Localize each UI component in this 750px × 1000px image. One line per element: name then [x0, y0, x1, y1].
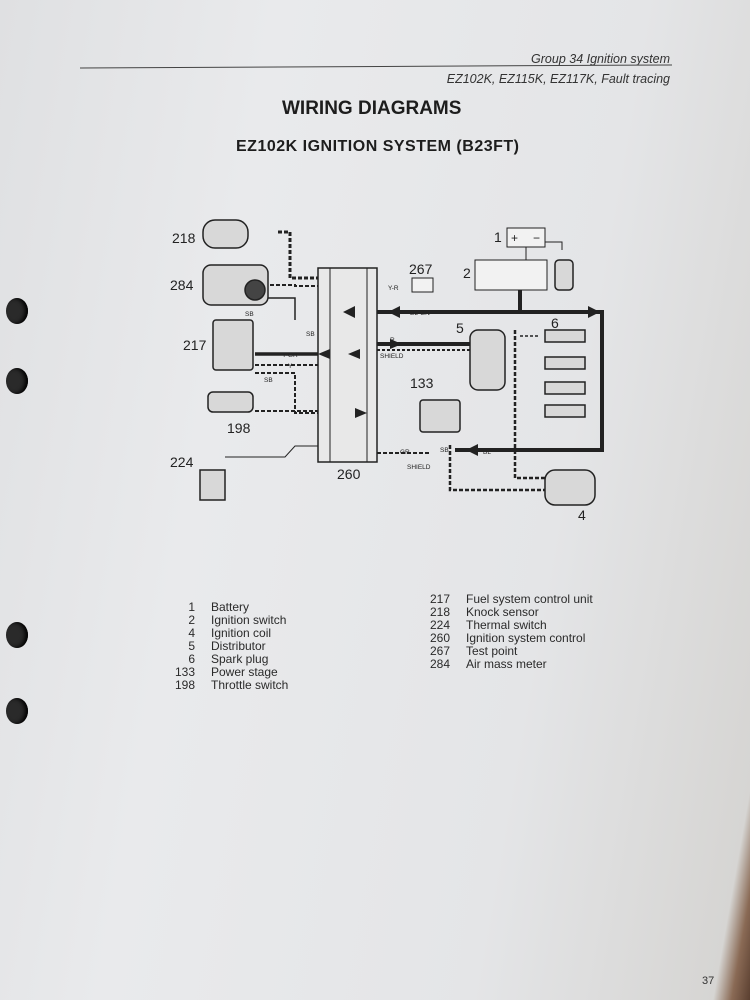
wire-label: SB — [245, 311, 254, 318]
ignition-switch-box — [474, 259, 548, 291]
wire-label: BL — [483, 449, 491, 456]
label-217: 217 — [183, 337, 207, 353]
page-title: WIRING DIAGRAMS — [282, 98, 462, 119]
header-group: Group 34 Ignition system — [531, 52, 670, 66]
page-number: 37 — [702, 975, 715, 987]
thermal-switch — [199, 469, 226, 501]
wire-label: GR — [400, 449, 410, 456]
label-224: 224 — [170, 454, 194, 470]
distributor — [469, 329, 506, 391]
label-218: 218 — [172, 230, 196, 246]
binder-hole — [6, 698, 28, 724]
ignition-key — [554, 259, 574, 291]
label-1: 1 — [494, 229, 502, 245]
power-stage — [419, 399, 461, 433]
header-subtitle: EZ102K, EZ115K, EZ117K, Fault tracing — [446, 72, 670, 86]
wire-label: SHIELD — [380, 353, 404, 360]
spark-plug — [544, 404, 586, 418]
label-260: 260 — [337, 466, 361, 482]
label-4: 4 — [578, 507, 586, 523]
signal-arrows — [318, 306, 600, 456]
spark-plug — [544, 356, 586, 370]
wire-label: SB — [264, 377, 273, 384]
binder-hole — [6, 368, 28, 394]
page-subtitle: EZ102K IGNITION SYSTEM (B23FT) — [236, 138, 520, 155]
label-133: 133 — [410, 375, 434, 391]
spark-plug — [544, 329, 586, 343]
knock-sensor — [202, 219, 249, 249]
fuel-system-control-unit — [212, 319, 254, 371]
wire-label: Y-GR — [282, 352, 298, 359]
wire-label: SB — [306, 331, 315, 338]
binder-hole — [6, 298, 28, 324]
ignition-control-unit — [317, 267, 378, 463]
label-267: 267 — [409, 261, 433, 277]
test-point-box — [411, 277, 434, 293]
label-284: 284 — [170, 277, 194, 293]
wire-label: Y — [288, 363, 293, 370]
svg-text:+: + — [511, 231, 518, 245]
spark-plug — [544, 381, 586, 395]
label-6: 6 — [551, 315, 559, 331]
label-198: 198 — [227, 420, 251, 436]
battery-symbol: + − — [506, 227, 563, 250]
wire-label: Y-R — [388, 285, 399, 292]
ignition-coil — [544, 469, 596, 506]
wire-label: SB — [440, 447, 449, 454]
label-5: 5 — [456, 320, 464, 336]
wire-label: BL-GN — [410, 310, 430, 317]
svg-text:−: − — [533, 231, 540, 245]
label-2: 2 — [463, 265, 471, 281]
wire-label: R — [390, 337, 395, 344]
binder-hole — [6, 622, 28, 648]
throttle-switch — [207, 391, 254, 413]
wire-label: SHIELD — [407, 464, 431, 471]
